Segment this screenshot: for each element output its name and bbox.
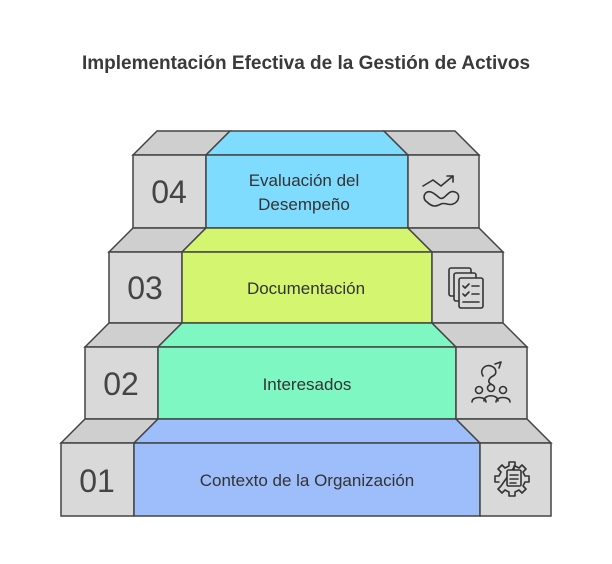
step-03-number: 03 — [127, 270, 163, 306]
step-02-center-face — [157, 346, 457, 420]
stakeholders-icon — [471, 361, 511, 403]
page-title: Implementación Efectiva de la Gestión de… — [81, 53, 531, 74]
step-02-number: 02 — [103, 366, 139, 402]
step-04: 04 Evaluación del Desempeño — [131, 130, 481, 229]
step-02-center-top — [156, 322, 458, 348]
step-02: 02 Interesados — [83, 322, 529, 420]
step-02-label: Interesados — [263, 375, 352, 394]
step-03: 03 Documentación — [107, 227, 505, 324]
step-01-label: Contexto de la Organización — [200, 471, 415, 490]
documents-checklist-icon — [448, 267, 484, 309]
step-03-center-face — [181, 251, 433, 324]
step-04-center-top — [204, 130, 410, 156]
step-03-center-top — [180, 227, 434, 253]
step-01: 01 Contexto de la Organización — [59, 418, 553, 517]
step-04-label-line2: Desempeño — [258, 195, 350, 214]
step-03-label: Documentación — [247, 279, 365, 298]
step-02-left-face — [84, 346, 159, 420]
organization-gear-icon — [494, 461, 530, 497]
step-02-right-face — [455, 346, 528, 420]
step-04-center-face — [205, 154, 409, 229]
step-04-right-face — [407, 154, 480, 229]
step-04-number: 04 — [151, 174, 187, 210]
step-01-number: 01 — [79, 463, 115, 499]
step-01-center-face — [133, 442, 481, 517]
step-01-center-top — [132, 418, 482, 444]
step-04-label-line1: Evaluación del — [249, 171, 360, 190]
performance-trend-icon — [422, 175, 460, 207]
